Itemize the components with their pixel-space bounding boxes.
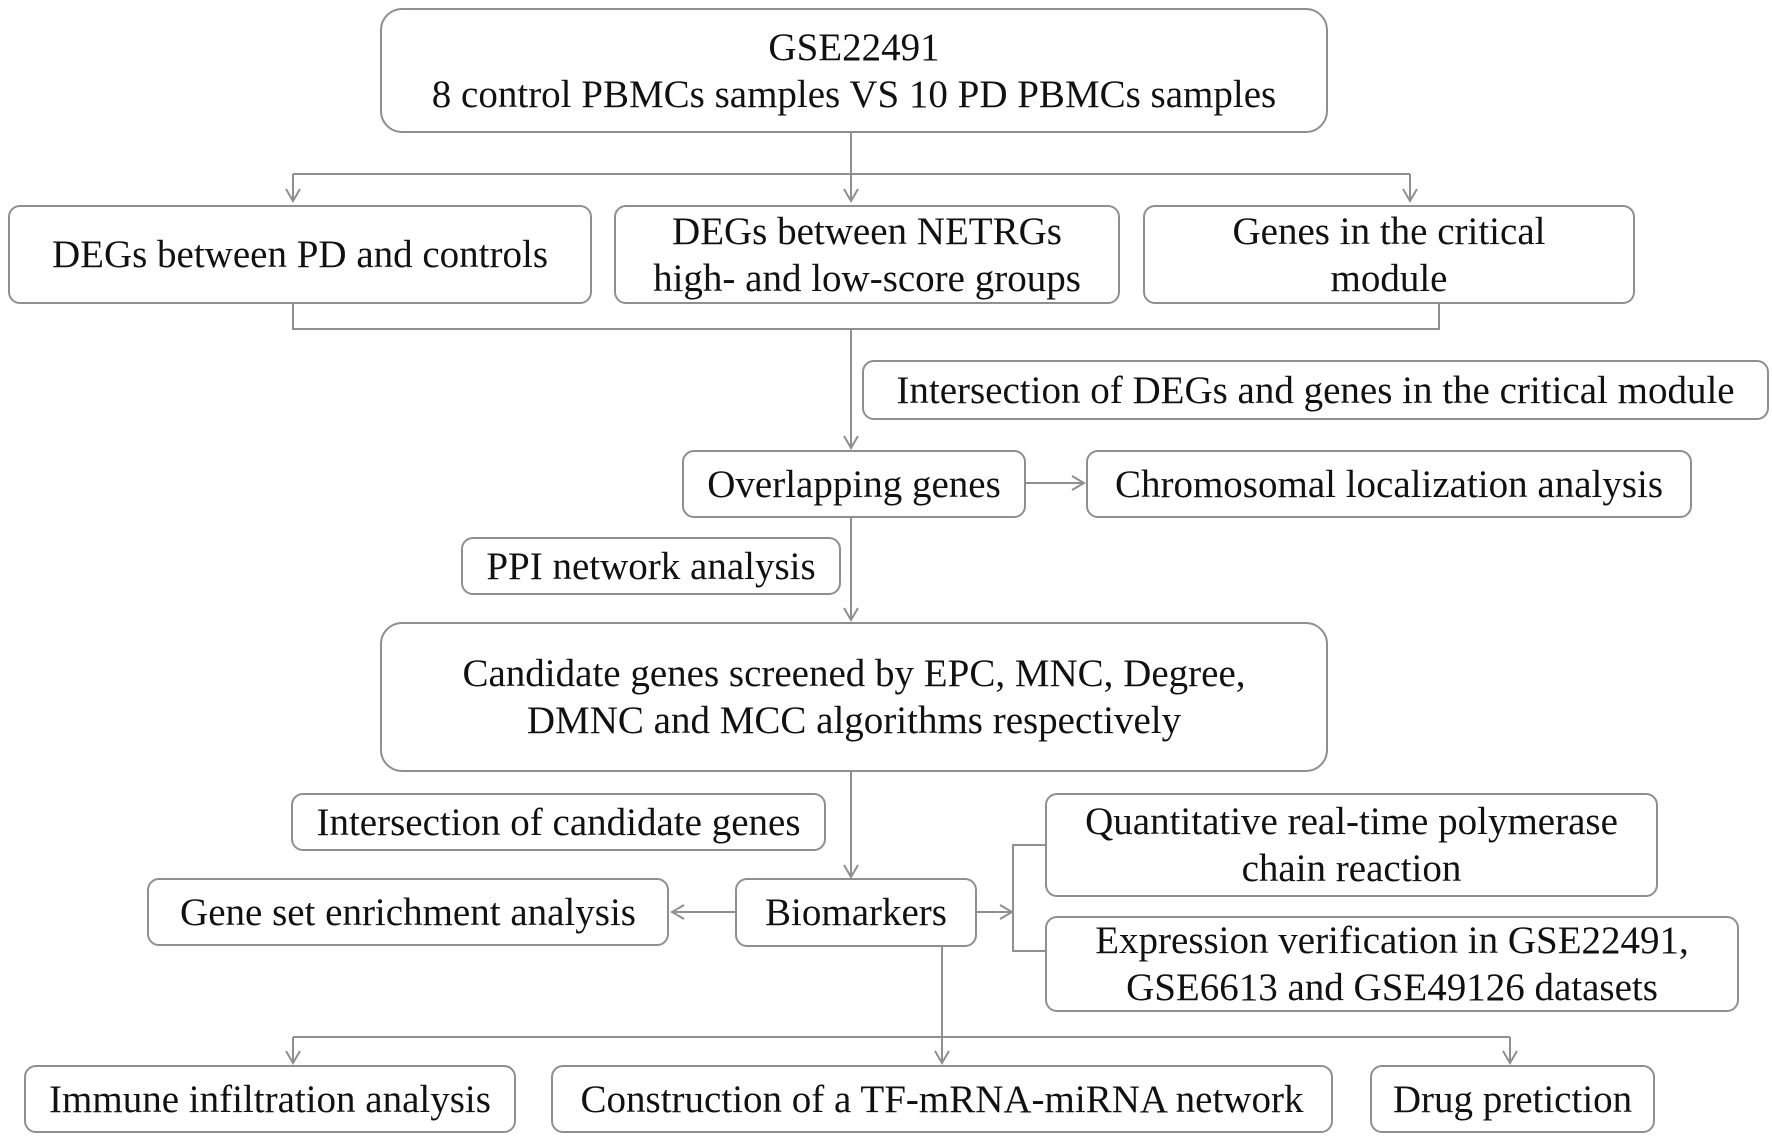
critical-module-genes-label-line2: module bbox=[1330, 256, 1448, 300]
qpcr-label-line1: Quantitative real-time polymerase bbox=[1085, 800, 1618, 843]
degs-netrgs-label-line2: high- and low-score groups bbox=[653, 256, 1081, 300]
qpcr-label-line2: chain reaction bbox=[1241, 847, 1462, 890]
source-dataset-box: GSE22491 8 control PBMCs samples VS 10 P… bbox=[380, 8, 1328, 133]
critical-module-genes-box: Genes in the critical module bbox=[1143, 205, 1635, 304]
expression-verification-label-line2: GSE6613 and GSE49126 datasets bbox=[1126, 966, 1658, 1009]
immune-infiltration-box: Immune infiltration analysis bbox=[24, 1065, 516, 1133]
immune-infiltration-label: Immune infiltration analysis bbox=[49, 1077, 491, 1121]
degs-netrgs-label-line1: DEGs between NETRGs bbox=[672, 209, 1062, 253]
gsea-label: Gene set enrichment analysis bbox=[180, 890, 636, 934]
degs-pd-controls-box: DEGs between PD and controls bbox=[8, 205, 592, 304]
tf-mrna-mirna-network-box: Construction of a TF-mRNA-miRNA network bbox=[551, 1065, 1333, 1133]
ppi-network-box: PPI network analysis bbox=[461, 537, 841, 595]
candidate-genes-label-line1: Candidate genes screened by EPC, MNC, De… bbox=[462, 652, 1246, 695]
source-dataset-description: 8 control PBMCs samples VS 10 PD PBMCs s… bbox=[431, 72, 1277, 116]
drug-prediction-box: Drug pretiction bbox=[1370, 1065, 1655, 1133]
intersection-degs-module-label: Intersection of DEGs and genes in the cr… bbox=[896, 368, 1735, 412]
qpcr-box: Quantitative real-time polymerase chain … bbox=[1045, 793, 1658, 897]
overlapping-genes-box: Overlapping genes bbox=[682, 450, 1026, 518]
degs-pd-controls-label: DEGs between PD and controls bbox=[51, 233, 549, 276]
chromosomal-localization-label: Chromosomal localization analysis bbox=[1114, 462, 1664, 506]
candidate-genes-box: Candidate genes screened by EPC, MNC, De… bbox=[380, 622, 1328, 772]
expression-verification-label-line1: Expression verification in GSE22491, bbox=[1095, 919, 1689, 962]
critical-module-genes-label-line1: Genes in the critical bbox=[1232, 209, 1546, 253]
ppi-network-label: PPI network analysis bbox=[486, 544, 816, 588]
biomarkers-box: Biomarkers bbox=[735, 878, 977, 947]
biomarkers-label: Biomarkers bbox=[765, 891, 947, 934]
chromosomal-localization-box: Chromosomal localization analysis bbox=[1086, 450, 1692, 518]
intersection-candidates-label: Intersection of candidate genes bbox=[316, 800, 801, 844]
intersection-degs-module-box: Intersection of DEGs and genes in the cr… bbox=[862, 360, 1769, 420]
bracket-qpcr bbox=[1012, 844, 1045, 952]
overlapping-genes-label: Overlapping genes bbox=[707, 462, 1001, 506]
expression-verification-box: Expression verification in GSE22491, GSE… bbox=[1045, 916, 1739, 1012]
drug-prediction-label: Drug pretiction bbox=[1392, 1077, 1633, 1121]
gsea-box: Gene set enrichment analysis bbox=[147, 878, 669, 946]
tf-mrna-mirna-network-label: Construction of a TF-mRNA-miRNA network bbox=[580, 1077, 1304, 1121]
degs-netrgs-box: DEGs between NETRGs high- and low-score … bbox=[614, 205, 1120, 304]
source-dataset-title: GSE22491 bbox=[768, 25, 940, 69]
candidate-genes-label-line2: DMNC and MCC algorithms respectively bbox=[526, 699, 1182, 742]
connector-merge bbox=[292, 304, 1440, 330]
intersection-candidates-box: Intersection of candidate genes bbox=[291, 793, 826, 851]
